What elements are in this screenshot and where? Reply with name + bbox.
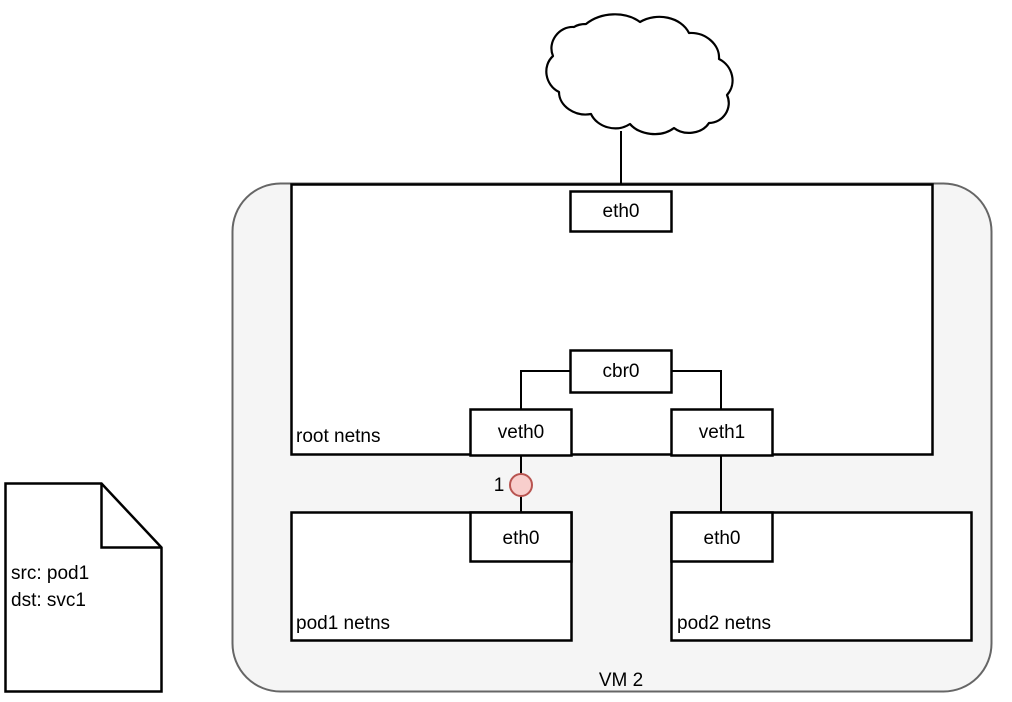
step-marker-1-label: 1 <box>494 475 505 496</box>
interface-pod1-eth0-label: eth0 <box>503 528 540 549</box>
external-network-cloud-icon[interactable] <box>545 13 734 136</box>
packet-note-line-dst: dst: svc1 <box>11 590 86 611</box>
interface-root-eth0-label: eth0 <box>603 201 640 222</box>
interface-veth1[interactable] <box>670 408 774 457</box>
namespace-pod1-netns-label: pod1 netns <box>296 613 390 634</box>
namespace-root-netns-label: root netns <box>296 426 381 447</box>
interface-pod2-eth0-label: eth0 <box>704 528 741 549</box>
interface-pod2-eth0[interactable] <box>670 511 774 563</box>
namespace-pod2-netns-label: pod2 netns <box>677 613 771 634</box>
interface-pod1-eth0[interactable] <box>469 511 573 563</box>
packet-note-line-src: src: pod1 <box>11 563 89 584</box>
interface-cbr0-label: cbr0 <box>603 361 640 382</box>
packet-note-shape[interactable] <box>4 482 163 693</box>
interface-root-eth0[interactable] <box>569 190 673 233</box>
step-marker-1-icon[interactable] <box>509 473 533 497</box>
interface-veth0-label: veth0 <box>498 422 544 443</box>
namespace-pod1-netns[interactable] <box>290 511 573 642</box>
link-cbr0-to-veth0 <box>520 370 570 409</box>
interface-veth1-label: veth1 <box>699 422 745 443</box>
vm-container-label: VM 2 <box>599 670 643 691</box>
interface-cbr0[interactable] <box>569 349 673 394</box>
packet-note-fold-icon <box>100 483 162 549</box>
link-cbr0-to-veth1 <box>672 370 722 409</box>
